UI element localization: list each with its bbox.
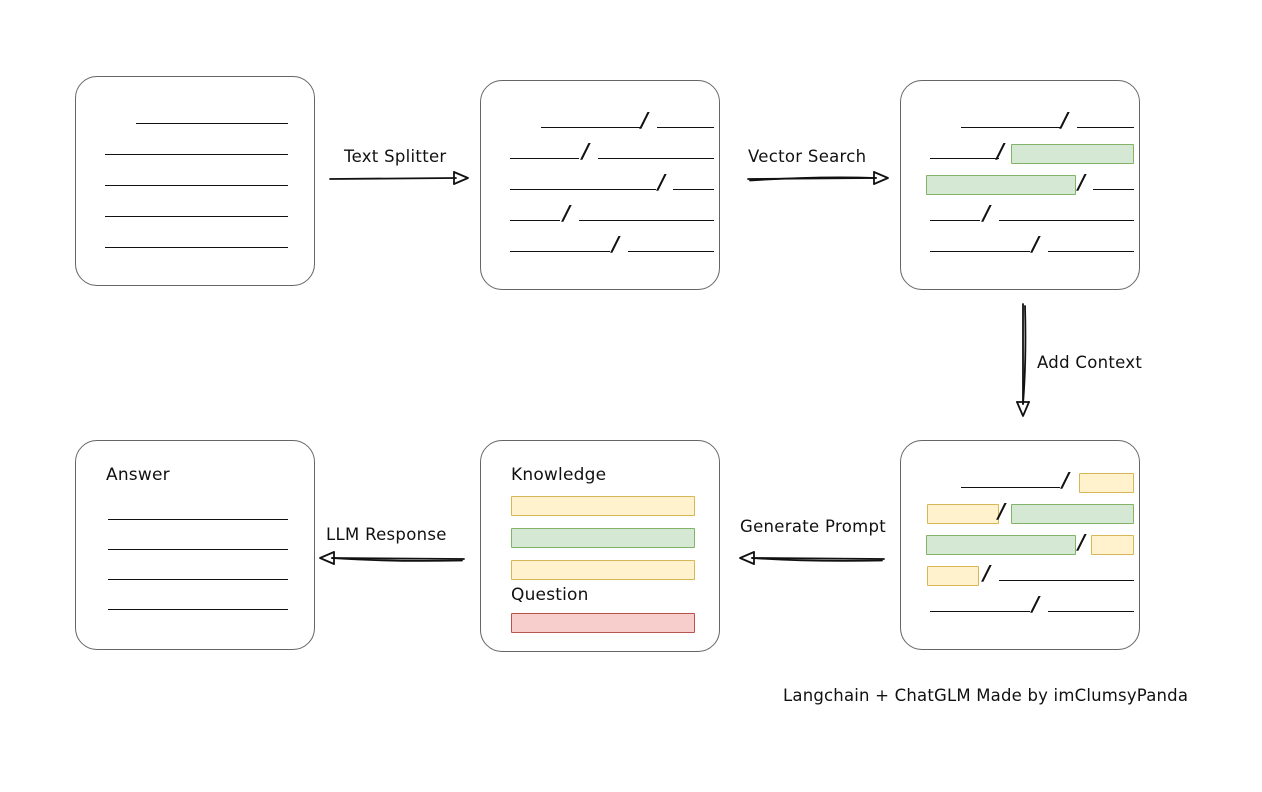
text-line	[541, 127, 640, 128]
chunk-separator-slash: /	[658, 170, 666, 194]
text-line	[999, 220, 1134, 221]
question-label: Question	[511, 585, 589, 605]
chunk-separator-slash: /	[1061, 108, 1069, 132]
chunk-green[interactable]	[926, 175, 1076, 195]
chunk-yellow[interactable]	[1091, 535, 1134, 555]
text-line	[108, 609, 288, 610]
text-line	[579, 220, 714, 221]
edge-text-splitter-arrow	[329, 171, 469, 185]
chunk-yellow[interactable]	[927, 504, 999, 524]
text-line	[510, 189, 656, 190]
chunk-green[interactable]	[511, 528, 695, 548]
split-chunks-box[interactable]: / / / / /	[480, 80, 720, 290]
credit-text: Langchain + ChatGLM Made by imClumsyPand…	[783, 686, 1189, 705]
chunk-separator-slash: /	[1032, 592, 1040, 616]
text-line	[1048, 251, 1134, 252]
chunk-green[interactable]	[1011, 504, 1134, 524]
text-line	[1048, 611, 1134, 612]
text-line	[930, 158, 999, 159]
chunk-yellow[interactable]	[511, 560, 695, 580]
text-line	[108, 519, 288, 520]
text-line	[510, 158, 579, 159]
text-line	[961, 487, 1060, 488]
matched-chunks-box[interactable]: / / / / /	[900, 80, 1140, 290]
chunk-green[interactable]	[926, 535, 1076, 555]
chunk-yellow[interactable]	[511, 496, 695, 516]
source-document-box[interactable]	[75, 76, 315, 286]
chunk-separator-slash: /	[1062, 468, 1070, 492]
text-line	[136, 123, 288, 124]
chunk-separator-slash: /	[612, 232, 620, 256]
text-line	[930, 251, 1030, 252]
edge-add-context-label: Add Context	[1037, 353, 1143, 372]
chunk-yellow[interactable]	[1079, 473, 1134, 493]
text-line	[105, 185, 288, 186]
text-line	[1077, 127, 1134, 128]
chunk-separator-slash: /	[998, 499, 1006, 523]
chunk-separator-slash: /	[563, 201, 571, 225]
chunk-separator-slash: /	[983, 561, 991, 585]
edge-generate-prompt-arrow	[739, 551, 885, 565]
chunk-red[interactable]	[511, 613, 695, 633]
answer-document-box[interactable]: Answer	[75, 440, 315, 650]
chunk-separator-slash: /	[997, 139, 1005, 163]
edge-generate-prompt-label: Generate Prompt	[740, 517, 886, 536]
chunk-yellow[interactable]	[927, 566, 979, 586]
text-line	[628, 251, 714, 252]
chunk-separator-slash: /	[983, 201, 991, 225]
text-line	[510, 251, 610, 252]
text-line	[108, 579, 288, 580]
text-line	[598, 158, 714, 159]
chunk-separator-slash: /	[1032, 232, 1040, 256]
edge-vector-search-label: Vector Search	[748, 147, 867, 166]
text-line	[673, 189, 714, 190]
chunk-green[interactable]	[1011, 144, 1134, 164]
text-line	[961, 127, 1060, 128]
answer-label: Answer	[106, 465, 170, 485]
text-line	[657, 127, 714, 128]
knowledge-label: Knowledge	[511, 465, 607, 485]
chunk-separator-slash: /	[1078, 170, 1086, 194]
text-line	[930, 220, 980, 221]
text-line	[105, 216, 288, 217]
chunk-separator-slash: /	[1078, 530, 1086, 554]
chunk-separator-slash: /	[582, 139, 590, 163]
text-line	[510, 220, 560, 221]
text-line	[999, 580, 1134, 581]
edge-llm-response-label: LLM Response	[326, 525, 447, 544]
text-line	[930, 611, 1030, 612]
edge-llm-response-arrow	[319, 551, 465, 565]
text-line	[105, 154, 288, 155]
edge-vector-search-arrow	[747, 171, 889, 185]
text-line	[1093, 189, 1134, 190]
text-line	[108, 549, 288, 550]
chunk-separator-slash: /	[641, 108, 649, 132]
edge-add-context-arrow	[1016, 303, 1030, 417]
edge-text-splitter-label: Text Splitter	[344, 147, 447, 166]
context-chunks-box[interactable]: / / / / /	[900, 440, 1140, 650]
text-line	[105, 247, 288, 248]
